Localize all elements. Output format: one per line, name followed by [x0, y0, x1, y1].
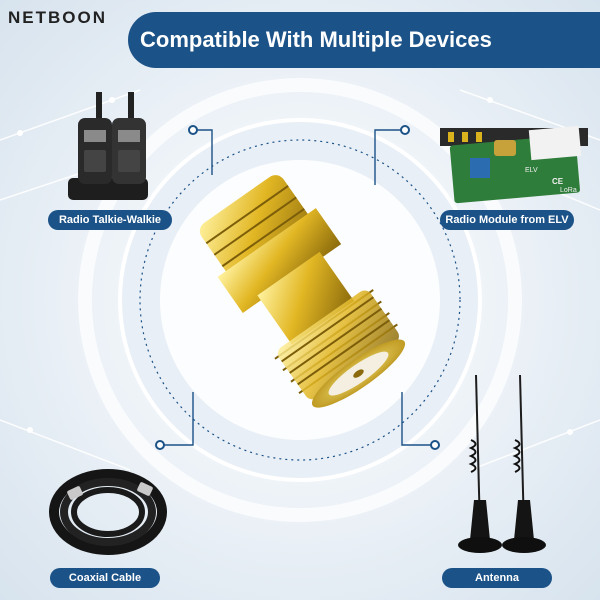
brand-logo: NETBOON: [8, 8, 107, 27]
device-label-walkie-talkie: Radio Talkie-Walkie: [48, 210, 172, 230]
device-label-radio-module: Radio Module from ELV: [440, 210, 574, 230]
module-lora-text: LoRa: [560, 187, 577, 194]
module-ce-text: CE: [552, 177, 564, 186]
device-label-coaxial-cable: Coaxial Cable: [50, 568, 160, 588]
device-label-antenna: Antenna: [442, 568, 552, 588]
module-brand-text: ELV: [525, 167, 538, 174]
page-title: Compatible With Multiple Devices: [140, 27, 492, 52]
title-banner: Compatible With Multiple Devices: [128, 12, 600, 68]
